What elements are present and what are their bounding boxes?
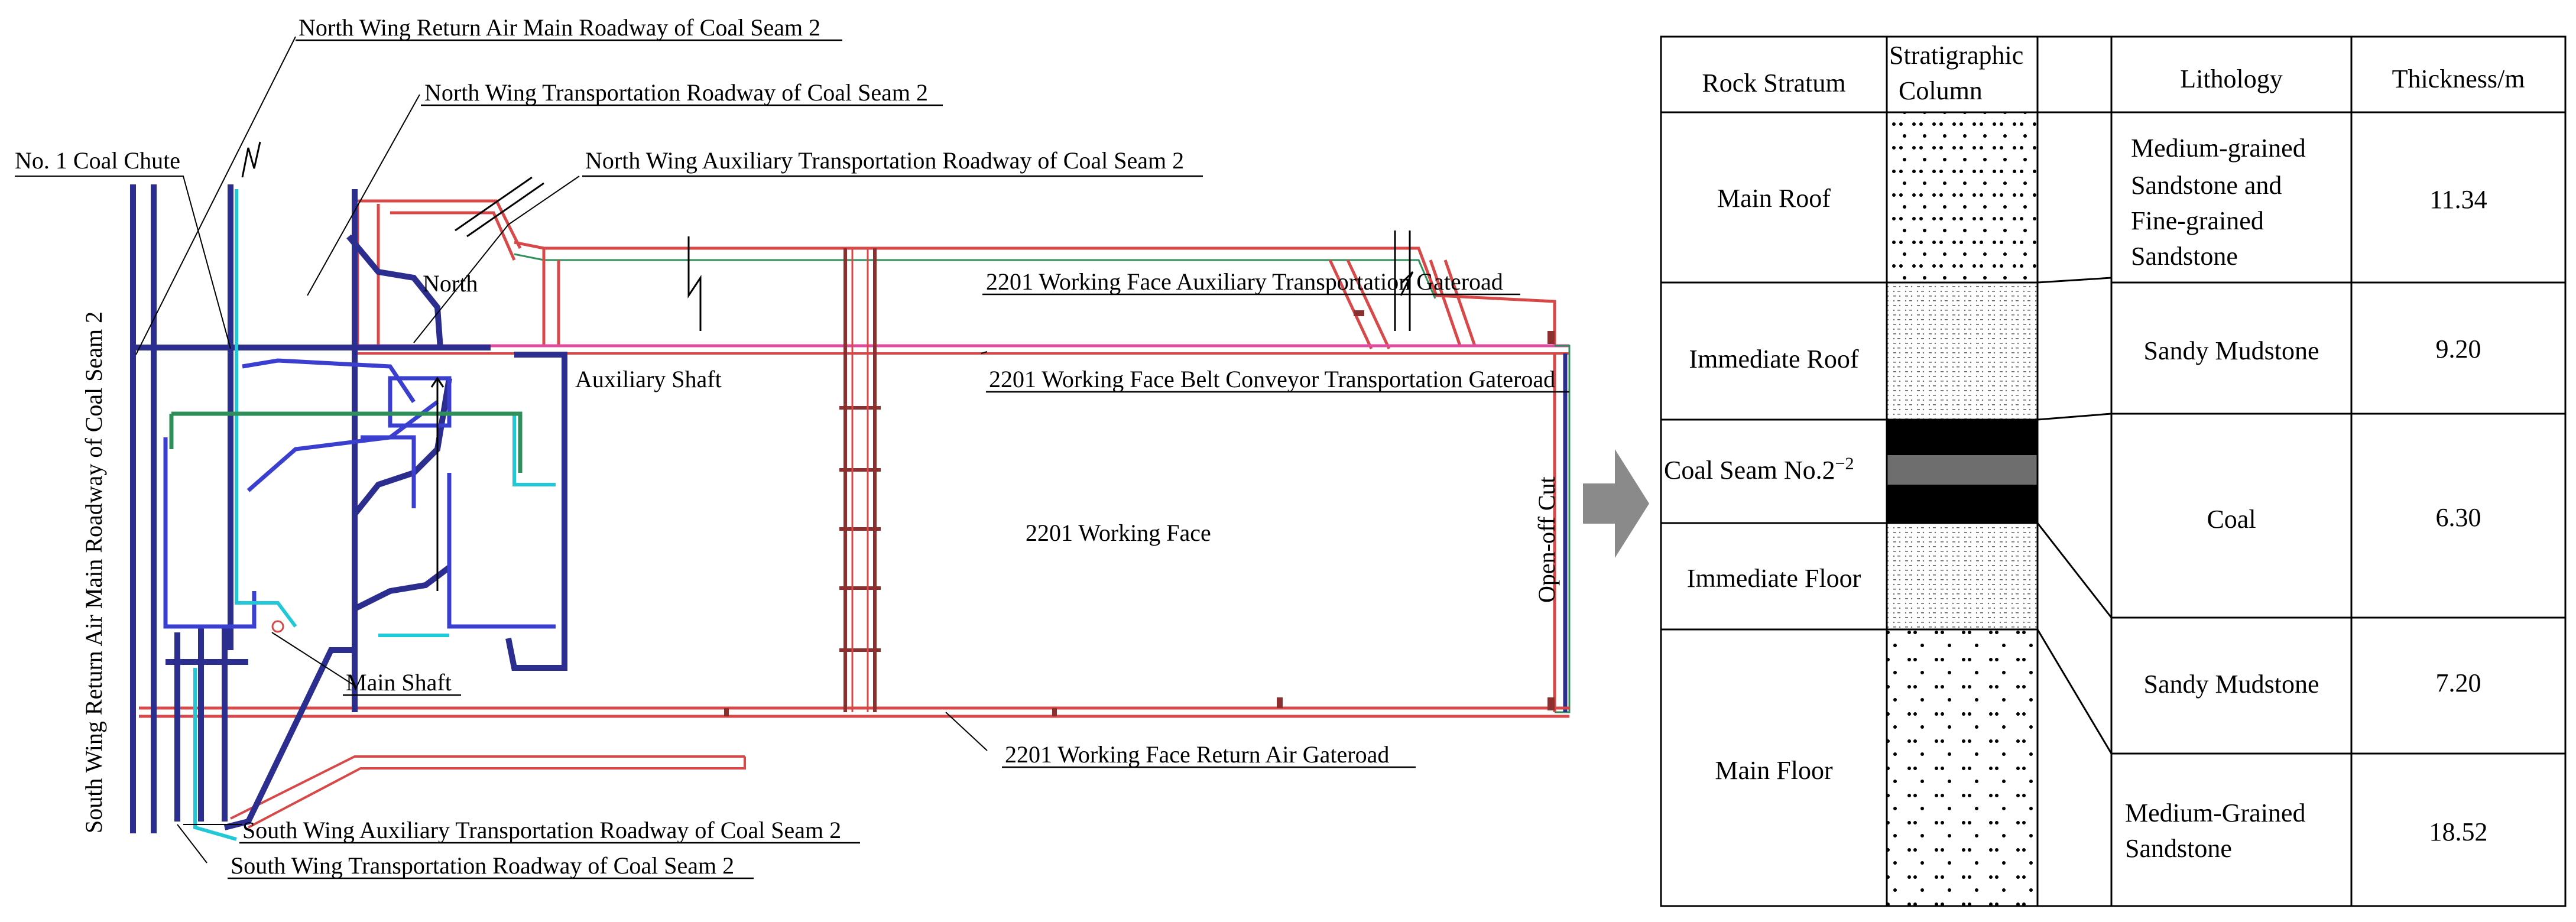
working-face-label: 2201 Working Face: [1026, 520, 1211, 546]
header-thickness: Thickness/m: [2392, 64, 2525, 93]
blue-roadways: [163, 358, 556, 629]
aux-shaft-label: Auxiliary Shaft: [575, 366, 722, 392]
south-aux-label: South Wing Auxiliary Transportation Road…: [242, 817, 841, 843]
pointer-arrow-icon: [1583, 449, 1649, 558]
column-immediate-roof: [1887, 283, 2038, 420]
header-rock-stratum: Rock Stratum: [1702, 69, 1845, 98]
open-off-cut-label: Open-off Cut: [1533, 476, 1560, 603]
lithology-line: Coal: [2207, 505, 2256, 534]
stratum-name: Main Roof: [1717, 184, 1831, 213]
lithology-line: Sandy Mudstone: [2144, 670, 2319, 699]
stratum-name: Immediate Floor: [1687, 564, 1861, 593]
lithology-line: Sandy Mudstone: [2144, 336, 2319, 365]
lithology-line: Medium-Grained: [2125, 798, 2305, 827]
crosscut-ladder-red: [851, 248, 869, 712]
leader-lines: [15, 36, 988, 863]
north-return-label: North Wing Return Air Main Roadway of Co…: [299, 14, 820, 41]
header-column-line1: Stratigraphic: [1889, 41, 2023, 70]
main-shaft-symbol: [271, 620, 284, 633]
header-lithology: Lithology: [2180, 64, 2283, 93]
break-marks: [241, 141, 1414, 331]
north-transport-label: North Wing Transportation Roadway of Coa…: [424, 79, 928, 106]
column-coal-upper: [1887, 420, 2038, 455]
aux-gateroad-label: 2201 Working Face Auxiliary Transportati…: [986, 268, 1503, 295]
thickness-value: 7.20: [2436, 668, 2481, 697]
coal-chute-label: No. 1 Coal Chute: [15, 147, 180, 174]
belt-gateroad-line: [355, 344, 1571, 713]
open-off-cut-line: [1553, 353, 1568, 712]
header-column-line2: Column: [1899, 76, 1983, 105]
lithology-line: Sandstone and: [2131, 171, 2282, 200]
north-label: North: [423, 270, 478, 297]
table-grid: [1660, 35, 2567, 907]
thickness-value: 9.20: [2436, 335, 2481, 363]
column-immediate-floor: [1887, 523, 2038, 629]
lithology-line: Sandstone: [2125, 834, 2232, 863]
stratum-name: Main Floor: [1715, 756, 1833, 785]
return-gateroad-line: [139, 706, 1569, 718]
thickness-value: 11.34: [2429, 185, 2487, 214]
column-main-floor: [1887, 629, 2038, 906]
north-arrow-icon: [430, 376, 445, 591]
cyan-roadways: [193, 189, 556, 841]
stratum-name: Immediate Roof: [1689, 345, 1858, 374]
lithology-line: Medium-grained: [2131, 134, 2306, 163]
north-aux-label: North Wing Auxiliary Transportation Road…: [585, 147, 1184, 174]
main-shaft-label: Main Shaft: [346, 669, 452, 696]
shaft-area-roadways: [130, 184, 567, 833]
roadway-markers: [724, 310, 1555, 716]
belt-gateroad-label: 2201 Working Face Belt Conveyor Transpor…: [989, 366, 1555, 392]
lithology-line: Sandstone: [2131, 242, 2238, 271]
plan-labels: North Wing Return Air Main Roadway of Co…: [15, 14, 1569, 879]
lithology-line: Fine-grained: [2131, 206, 2264, 235]
thickness-value: 18.52: [2429, 817, 2488, 846]
green-roadways: [169, 411, 523, 473]
strata-table: Rock Stratum Stratigraphic Column Lithol…: [1660, 35, 2567, 907]
crosscut-ladder: [839, 248, 881, 712]
thickness-value: 6.30: [2436, 503, 2481, 532]
return-gateroad-label: 2201 Working Face Return Air Gateroad: [1005, 741, 1389, 768]
column-main-roof: [1887, 112, 2038, 281]
south-diagonal-roadway: [230, 755, 746, 829]
south-return-label: South Wing Return Air Main Roadway of Co…: [80, 311, 107, 833]
mine-plan: North Wing Return Air Main Roadway of Co…: [15, 14, 1571, 879]
stratum-name: Coal Seam No.2−2: [1664, 454, 1854, 485]
column-coal-parting: [1887, 455, 2038, 485]
column-coal-lower: [1887, 485, 2038, 523]
south-transport-label: South Wing Transportation Roadway of Coa…: [231, 852, 734, 879]
